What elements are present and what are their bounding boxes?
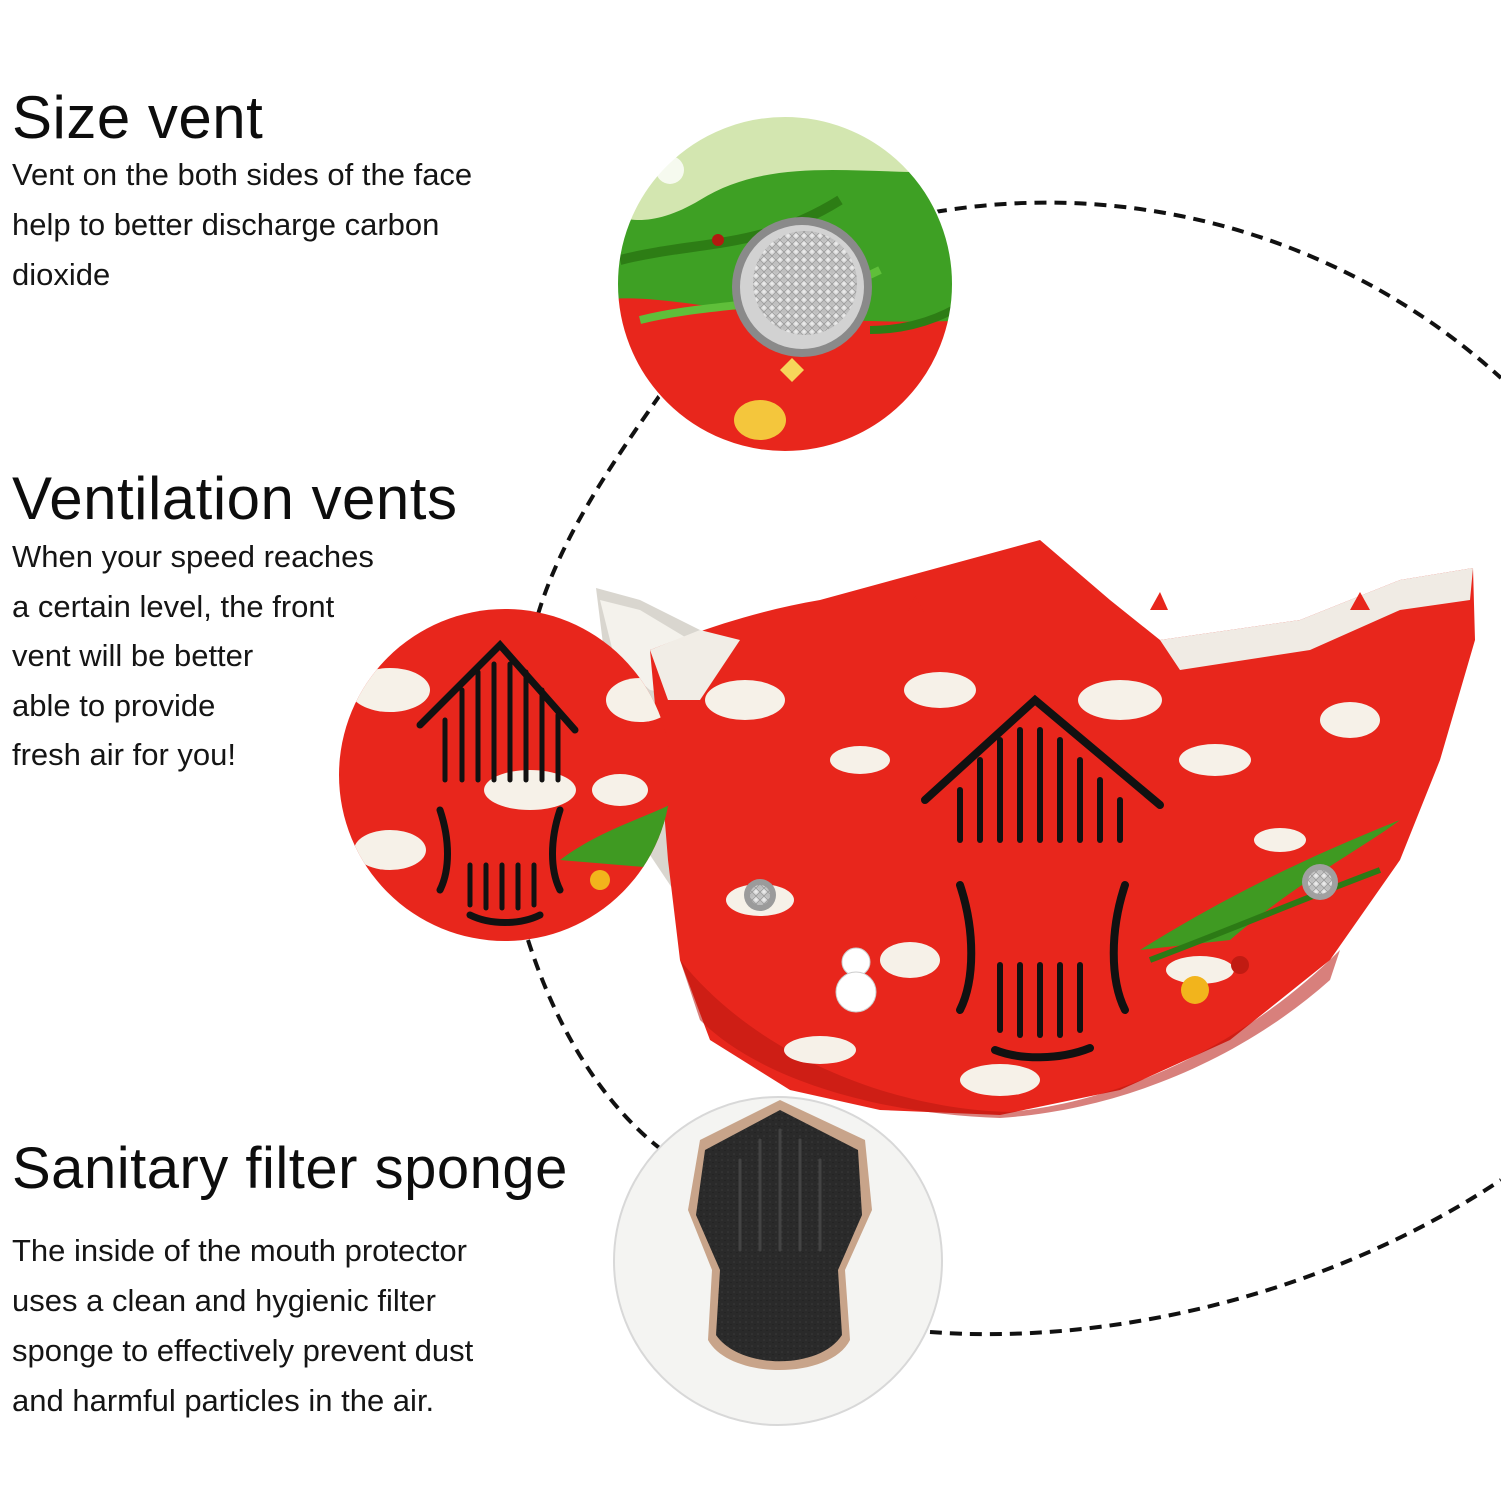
feature-sanitary-filter-sponge: Sanitary filter sponge The inside of the… (12, 1136, 652, 1426)
side-vent-icon (744, 879, 776, 911)
dashed-outline-arc (526, 939, 664, 1152)
feature-description-line: sponge to effectively prevent dust (12, 1333, 474, 1368)
ventilation-vent-closeup (339, 609, 671, 941)
feature-description-line: When your speed reaches (12, 539, 374, 574)
feature-description-line: dioxide (12, 257, 111, 292)
feature-description-line: uses a clean and hygienic filter (12, 1283, 436, 1318)
feature-size-vent: Size vent Vent on the both sides of the … (12, 86, 612, 300)
mask-product-image (596, 540, 1475, 1118)
feature-description-line: a certain level, the front (12, 588, 335, 624)
dashed-outline-arc (934, 200, 1501, 380)
vent-grill-icon (732, 217, 872, 357)
side-vent-icon (1302, 864, 1338, 900)
feature-description-line: vent will be better (12, 638, 254, 673)
feature-description-line: The inside of the mouth protector (12, 1233, 467, 1268)
feature-title: Sanitary filter sponge (12, 1136, 568, 1201)
feature-title: Ventilation vents (12, 465, 458, 532)
feature-description-line: fresh air for you! (12, 737, 236, 772)
front-vent-icon (921, 694, 1164, 1062)
side-vent-closeup (617, 116, 953, 452)
feature-description-line: help to better discharge carbon (12, 207, 440, 242)
dashed-outline-arc (929, 1178, 1501, 1337)
feature-ventilation-vents: Ventilation vents When your speed reache… (12, 466, 522, 780)
feature-title: Size vent (12, 84, 264, 151)
front-vent-slots (957, 727, 1123, 1038)
feature-description-line: and harmful particles in the air. (12, 1383, 435, 1418)
feature-description-line: able to provide (12, 687, 216, 723)
filter-sponge-closeup (614, 1097, 942, 1425)
feature-description-line: Vent on the both sides of the face (12, 157, 473, 192)
